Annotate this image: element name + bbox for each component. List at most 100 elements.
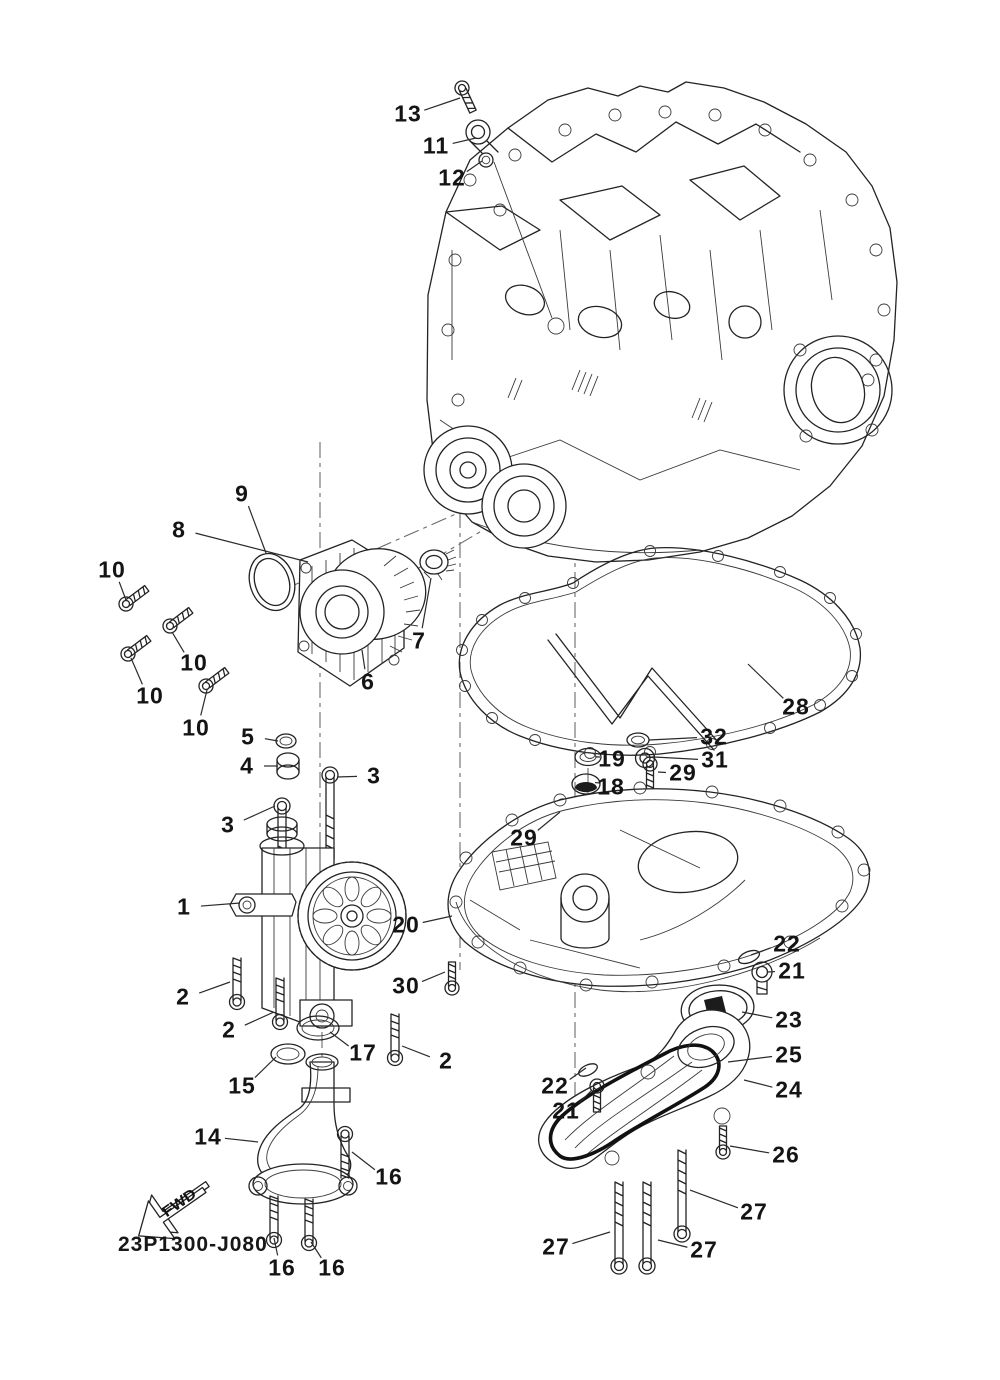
callout-8-4: 8 bbox=[172, 516, 186, 543]
o-ring-5 bbox=[275, 733, 297, 749]
leader-line-7 bbox=[421, 577, 432, 629]
leader-line-3 bbox=[243, 805, 276, 821]
leader-line-25 bbox=[727, 1055, 773, 1063]
pump-sprocket bbox=[297, 861, 407, 971]
diagram-code: 23P1300-J080 bbox=[118, 1233, 268, 1256]
leader-line-12 bbox=[466, 160, 483, 173]
leader-line-23 bbox=[741, 1011, 773, 1019]
pickup-pipe-14 bbox=[248, 1053, 358, 1205]
plug-21 bbox=[751, 961, 773, 995]
oil-strainer-24 bbox=[538, 1009, 751, 1169]
leader-line-10 bbox=[200, 689, 208, 716]
leader-line-1 bbox=[200, 902, 241, 907]
leader-line-27 bbox=[689, 1189, 739, 1209]
washer-15 bbox=[270, 1043, 306, 1065]
callout-3-15: 3 bbox=[221, 811, 235, 838]
callout-10-7: 10 bbox=[136, 682, 164, 709]
leader-line-20 bbox=[422, 915, 453, 924]
callout-16-42: 16 bbox=[318, 1254, 346, 1281]
callout-23-29: 23 bbox=[775, 1006, 803, 1033]
washer-22 bbox=[578, 1063, 598, 1077]
callout-17-30: 17 bbox=[349, 1039, 377, 1066]
bolt-16 bbox=[300, 1198, 318, 1252]
oil-pan-gasket-28 bbox=[456, 545, 862, 759]
leader-line-30 bbox=[421, 971, 446, 983]
o-ring-9 bbox=[248, 552, 296, 612]
leader-line-31 bbox=[653, 756, 699, 760]
callout-21-36: 21 bbox=[552, 1097, 580, 1124]
leader-line-13 bbox=[424, 97, 461, 111]
callout-21-27: 21 bbox=[778, 957, 806, 984]
leader-line-9 bbox=[247, 505, 267, 554]
washer-31 bbox=[634, 747, 656, 769]
leader-line-11 bbox=[452, 137, 477, 145]
leader-line-16 bbox=[310, 1241, 322, 1259]
oil-filter-6 bbox=[299, 548, 427, 655]
callout-27-40: 27 bbox=[740, 1198, 768, 1225]
callout-5-12: 5 bbox=[241, 723, 255, 750]
callout-27-44: 27 bbox=[690, 1236, 718, 1263]
collar-4 bbox=[276, 752, 300, 780]
leader-line-16 bbox=[351, 1151, 376, 1171]
callout-32-16: 32 bbox=[700, 723, 728, 750]
callout-20-23: 20 bbox=[392, 911, 420, 938]
leader-line-22 bbox=[569, 1067, 587, 1080]
callout-10-5: 10 bbox=[98, 556, 126, 583]
callout-19-17: 19 bbox=[598, 745, 626, 772]
fwd-arrow-label: FWD bbox=[160, 1186, 200, 1221]
callout-22-35: 22 bbox=[541, 1072, 569, 1099]
callout-4-13: 4 bbox=[240, 752, 254, 779]
bolt-10 bbox=[117, 632, 154, 665]
callout-10-8: 10 bbox=[182, 714, 210, 741]
leader-line-3 bbox=[336, 775, 358, 778]
callout-2-24: 2 bbox=[176, 983, 190, 1010]
leader-lines bbox=[118, 97, 784, 1259]
bolt-26 bbox=[715, 1125, 731, 1160]
bolt-2 bbox=[228, 957, 246, 1011]
bolt-2 bbox=[386, 1013, 404, 1067]
callout-27-43: 27 bbox=[542, 1233, 570, 1260]
bolt-3 bbox=[321, 766, 339, 860]
callout-12-2: 12 bbox=[438, 164, 466, 191]
leader-line-27 bbox=[572, 1231, 611, 1245]
callout-30-25: 30 bbox=[392, 972, 420, 999]
bolt-27 bbox=[638, 1181, 656, 1275]
bolt-30 bbox=[444, 961, 460, 996]
callout-3-14: 3 bbox=[367, 762, 381, 789]
callout-1-22: 1 bbox=[177, 893, 191, 920]
callout-2-31: 2 bbox=[439, 1047, 453, 1074]
callout-2-28: 2 bbox=[222, 1016, 236, 1043]
leader-line-10 bbox=[118, 581, 127, 601]
leader-line-5 bbox=[264, 738, 279, 742]
callout-11-1: 11 bbox=[422, 132, 450, 159]
callout-31-18: 31 bbox=[701, 746, 729, 773]
leader-line-10 bbox=[130, 657, 143, 685]
leader-line-29 bbox=[537, 811, 561, 831]
leader-line-28 bbox=[747, 663, 784, 699]
leader-line-32 bbox=[648, 737, 698, 741]
callout-29-21: 29 bbox=[510, 824, 538, 851]
leader-line-22 bbox=[750, 947, 771, 956]
callout-25-33: 25 bbox=[775, 1041, 803, 1068]
leader-line-10 bbox=[171, 631, 185, 653]
leader-line-2 bbox=[401, 1045, 431, 1058]
union-bolt-7 bbox=[419, 549, 457, 581]
callout-7-9: 7 bbox=[412, 627, 426, 654]
leader-line-24 bbox=[743, 1079, 773, 1088]
callout-13-0: 13 bbox=[394, 100, 422, 127]
engine-block bbox=[423, 81, 898, 563]
callout-6-10: 6 bbox=[361, 668, 375, 695]
o-ring-17 bbox=[296, 1015, 340, 1041]
leader-line-21 bbox=[578, 1089, 593, 1104]
callout-26-39: 26 bbox=[772, 1141, 800, 1168]
callout-10-6: 10 bbox=[180, 649, 208, 676]
leader-line-8 bbox=[195, 532, 309, 563]
leader-line-17 bbox=[329, 1031, 350, 1047]
leader-line-2 bbox=[244, 1011, 275, 1026]
callout-14-37: 14 bbox=[194, 1123, 222, 1150]
seal-18 bbox=[571, 773, 601, 795]
callout-16-38: 16 bbox=[375, 1163, 403, 1190]
leader-line-16 bbox=[273, 1237, 279, 1256]
